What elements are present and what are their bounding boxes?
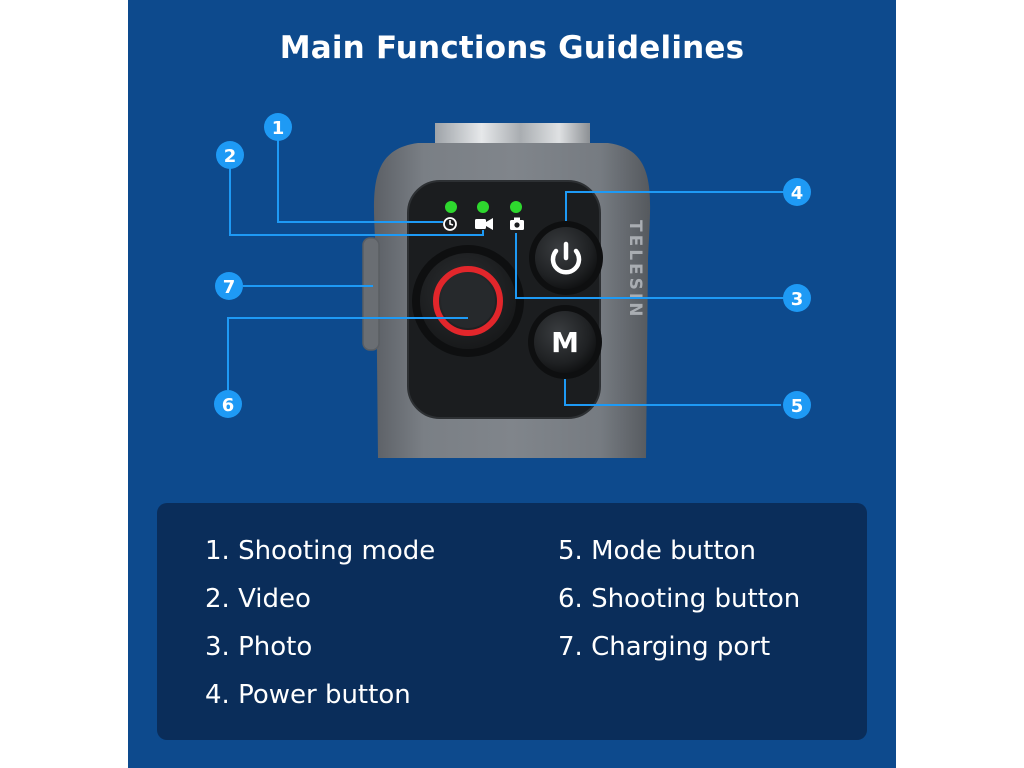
legend-item-4: 4. Power button (205, 680, 411, 710)
video-camera-icon (475, 218, 493, 230)
callout-badge-3: 3 (783, 284, 811, 312)
charging-port[interactable] (362, 237, 380, 351)
callout-badge-5: 5 (783, 391, 811, 419)
legend-item-1: 1. Shooting mode (205, 536, 436, 566)
callout-line-4 (565, 191, 786, 221)
callout-line-3 (515, 233, 786, 299)
legend-column-right: 5. Mode button 6. Shooting button 7. Cha… (558, 533, 800, 677)
callout-number-1: 1 (272, 118, 285, 139)
mode-button[interactable]: M (528, 305, 602, 379)
legend-item-7: 7. Charging port (558, 632, 771, 662)
power-icon (550, 241, 582, 275)
page-title: Main Functions Guidelines (279, 30, 745, 66)
callout-badge-1: 1 (264, 113, 292, 141)
legend-item-5: 5. Mode button (558, 536, 756, 566)
shooting-button[interactable] (412, 245, 524, 357)
callout-badge-6: 6 (214, 390, 242, 418)
legend-item-3: 3. Photo (205, 632, 313, 662)
photo-camera-icon (510, 217, 524, 230)
callout-number-5: 5 (791, 396, 804, 417)
brand-logo: TELESIN (625, 220, 645, 319)
indicator-led-3 (510, 201, 522, 213)
callout-number-7: 7 (223, 277, 236, 298)
callout-number-4: 4 (791, 183, 804, 204)
callout-number-3: 3 (791, 289, 804, 310)
clock-icon (443, 217, 457, 231)
legend-item-6: 6. Shooting button (558, 584, 801, 614)
callout-badge-2: 2 (216, 141, 244, 169)
callout-number-6: 6 (222, 395, 235, 416)
callout-line-2 (229, 168, 484, 236)
callout-number-2: 2 (224, 146, 237, 167)
mode-button-label: M (551, 326, 579, 359)
legend-column-left: 1. Shooting mode 2. Video 3. Photo 4. Po… (205, 533, 435, 725)
callout-line-1 (277, 140, 443, 223)
callout-line-6 (227, 317, 468, 390)
power-button[interactable] (529, 221, 603, 295)
legend-item-2: 2. Video (205, 584, 311, 614)
callout-line-5 (564, 379, 781, 406)
legend-box: 1. Shooting mode 2. Video 3. Photo 4. Po… (157, 503, 867, 740)
device-diagram: M TELESIN 1 2 (214, 113, 811, 458)
callout-lines (227, 140, 786, 406)
main-panel: Main Functions Guidelines (128, 0, 896, 768)
indicator-led-1 (445, 201, 457, 213)
callout-badge-4: 4 (783, 178, 811, 206)
indicator-led-2 (477, 201, 489, 213)
callout-badge-7: 7 (215, 272, 243, 300)
